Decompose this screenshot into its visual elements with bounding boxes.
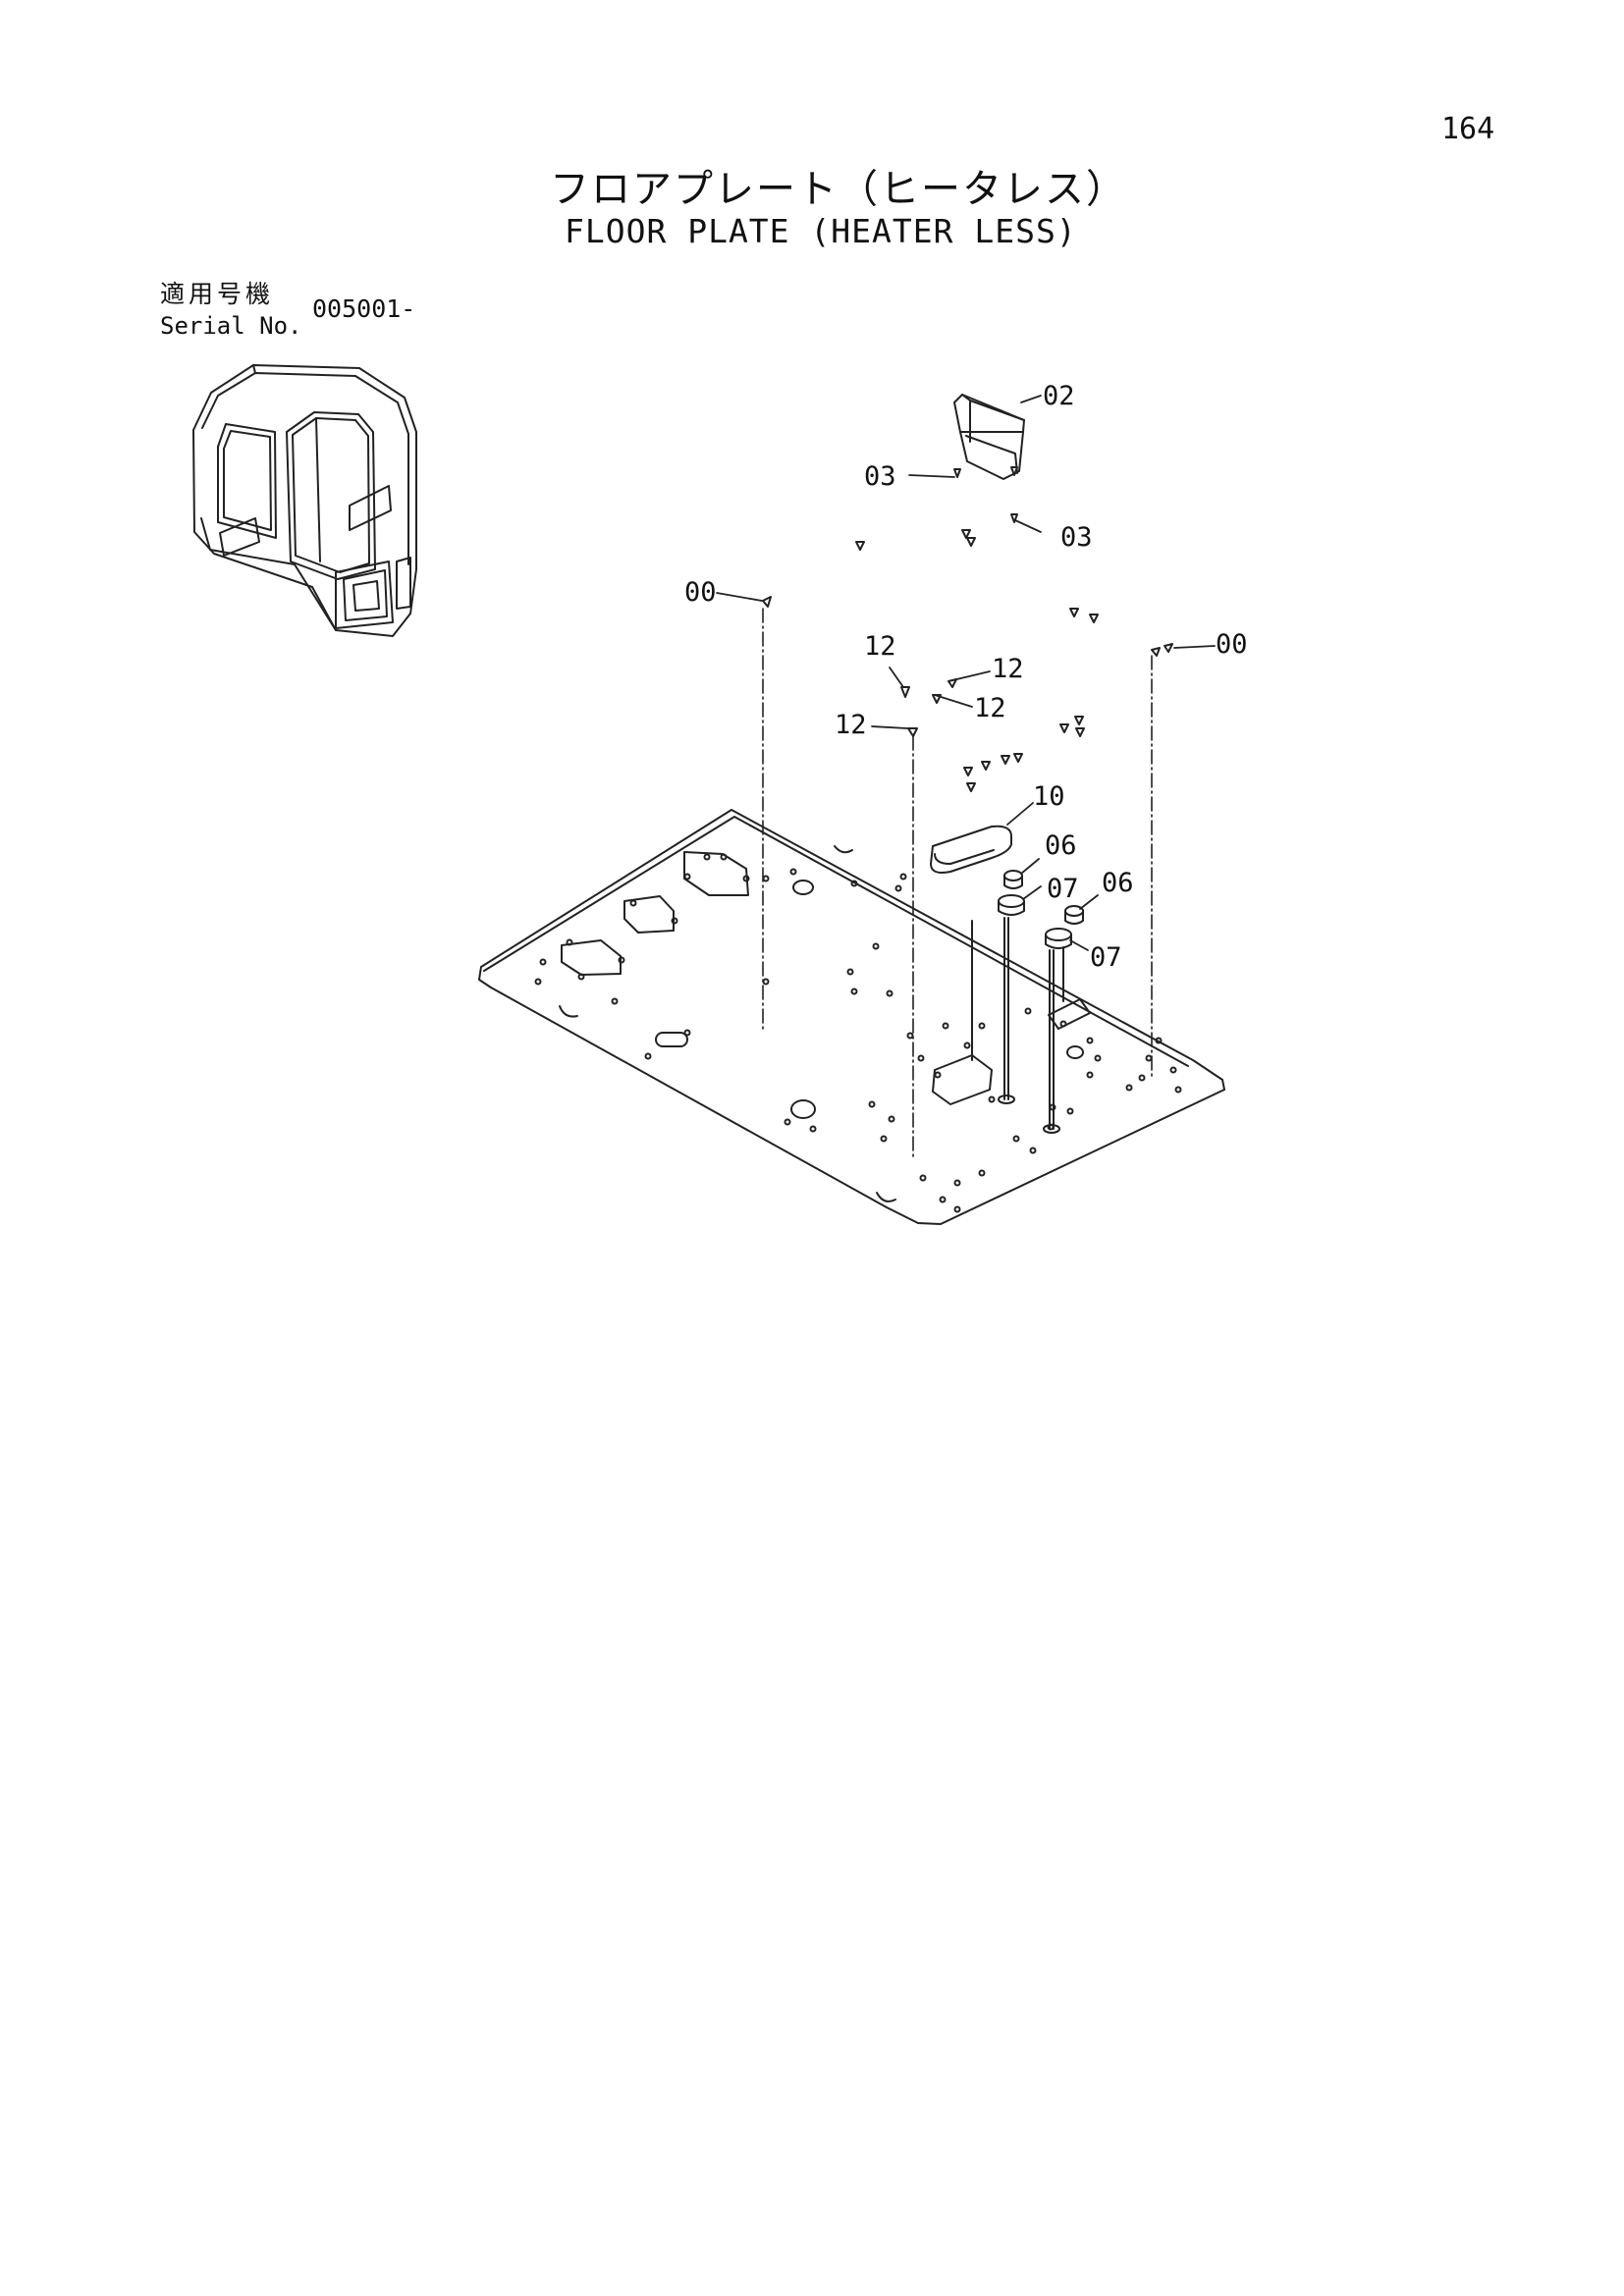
callout-07-left: 07 bbox=[1047, 874, 1079, 904]
callout-00-right: 00 bbox=[1216, 629, 1248, 660]
callout-10: 10 bbox=[1033, 781, 1065, 812]
serial-number-value: 005001- bbox=[312, 294, 416, 323]
page-number: 164 bbox=[1441, 112, 1495, 146]
callout-labels: 02 03 03 00 00 12 12 12 12 10 06 07 06 0… bbox=[684, 381, 1248, 973]
serial-label-english: Serial No. bbox=[160, 312, 302, 340]
callout-03-right: 03 bbox=[1060, 522, 1093, 553]
callout-12-upper-right: 12 bbox=[992, 654, 1024, 684]
callout-00-left: 00 bbox=[684, 577, 717, 608]
callout-leaders bbox=[716, 395, 1216, 951]
callout-06-left: 06 bbox=[1045, 830, 1077, 861]
leader-lines bbox=[762, 608, 1153, 1161]
callout-12-right: 12 bbox=[974, 693, 1006, 723]
fasteners bbox=[762, 466, 1173, 792]
callout-06-right: 06 bbox=[1102, 868, 1134, 898]
callout-03-left: 03 bbox=[864, 461, 896, 492]
title-japanese: フロアプレート（ヒータレス） bbox=[550, 167, 1127, 212]
serial-label-japanese: 適用号機 bbox=[160, 280, 275, 308]
cab-thumbnail bbox=[192, 364, 417, 637]
plate-holes bbox=[534, 853, 1182, 1213]
callout-02: 02 bbox=[1043, 381, 1075, 411]
callout-12-left: 12 bbox=[835, 710, 867, 740]
pins-and-posts bbox=[971, 870, 1084, 1134]
callout-12-top: 12 bbox=[864, 631, 896, 662]
callout-07-right: 07 bbox=[1090, 942, 1122, 973]
title-english: FLOOR PLATE (HEATER LESS) bbox=[565, 212, 1077, 250]
cover-plate bbox=[930, 825, 1012, 874]
